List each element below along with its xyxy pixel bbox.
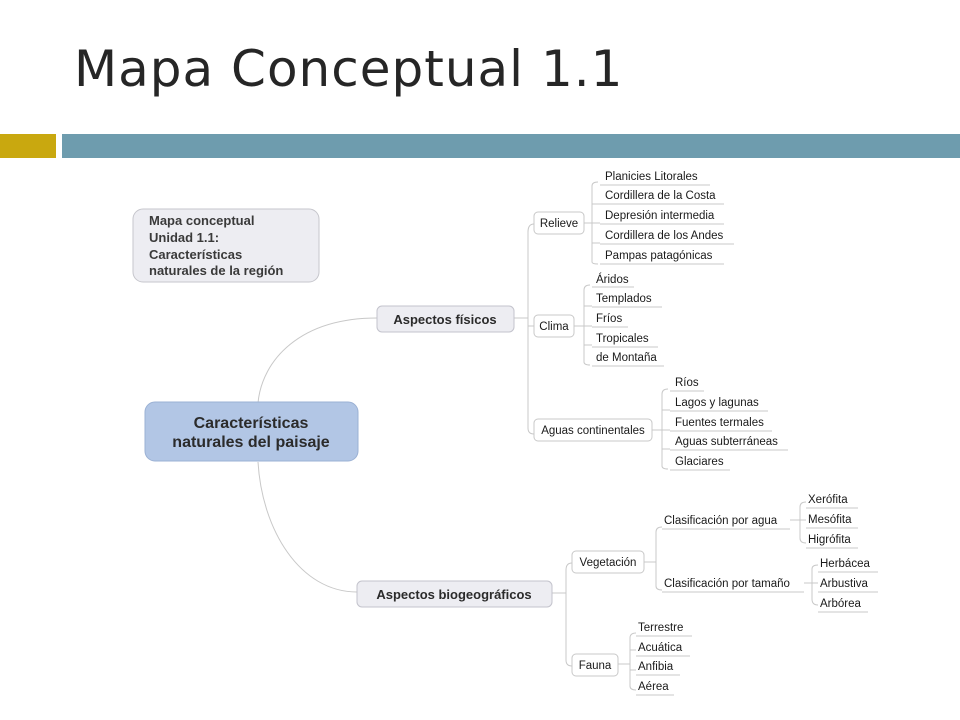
edge-relieve-leaves <box>584 181 600 265</box>
leaf-label: Depresión intermedia <box>605 210 715 222</box>
leaf-label: Xerófita <box>808 494 848 506</box>
node-label: Vegetación <box>580 557 637 569</box>
leaf-label: Higrófita <box>808 534 851 546</box>
leaf-label: Ríos <box>675 377 699 389</box>
node-label: Aguas continentales <box>541 425 645 437</box>
slide-title: Mapa Conceptual 1.1 <box>74 40 624 98</box>
edge-fauna-leaves <box>618 632 637 691</box>
note-line: Unidad 1.1: <box>149 230 219 245</box>
leaf-underlines <box>592 184 878 696</box>
leaf-label: Anfibia <box>638 661 674 673</box>
note-line: Mapa conceptual <box>149 213 254 228</box>
edge-tamano-leaves <box>804 564 819 606</box>
leaf-label: Fuentes termales <box>675 417 764 429</box>
leaf-label: de Montaña <box>596 352 657 364</box>
leaf-label: Planicies Litorales <box>605 171 698 183</box>
node-label: Relieve <box>540 218 578 230</box>
accent-bar-teal <box>62 134 960 158</box>
node-label: Aspectos físicos <box>393 312 496 327</box>
edge-root-fisicos <box>257 317 378 404</box>
leaf-label: Mesófita <box>808 514 852 526</box>
node-aguas-continentales[interactable]: Aguas continentales <box>533 418 653 442</box>
leaf-label: Herbácea <box>820 558 870 570</box>
node-label: Fauna <box>579 660 612 672</box>
note-line: Características <box>149 247 242 262</box>
root-line: naturales del paisaje <box>172 434 330 451</box>
leaf-label: Aguas subterráneas <box>675 436 778 448</box>
note-line: naturales de la región <box>149 263 283 278</box>
leaf-label: Glaciares <box>675 456 724 468</box>
root-node[interactable]: Características naturales del paisaje <box>144 401 359 462</box>
leaf-label: Cordillera de los Andes <box>605 230 724 242</box>
node-relieve[interactable]: Relieve <box>533 211 585 235</box>
edge-fisicos-trunk <box>527 223 535 435</box>
edge-clima-leaves <box>574 284 592 366</box>
leaf-label: Tropicales <box>596 333 649 345</box>
leaf-label: Templados <box>596 293 652 305</box>
node-label: Aspectos biogeográficos <box>376 587 531 602</box>
branch-label: Clasificación por tamaño <box>664 578 790 590</box>
node-label: Clima <box>539 321 569 333</box>
leaf-label: Arbustiva <box>820 578 869 590</box>
note-box: Mapa conceptual Unidad 1.1: Característi… <box>132 208 320 283</box>
branch-label: Clasificación por agua <box>664 515 778 527</box>
leaf-label: Terrestre <box>638 622 683 634</box>
leaf-label: Arbórea <box>820 598 862 610</box>
edge-aguas-leaves <box>652 388 670 470</box>
edge-vegetacion <box>644 526 663 591</box>
leaf-label: Cordillera de la Costa <box>605 190 716 202</box>
root-line: Características <box>194 415 309 432</box>
leaf-label: Lagos y lagunas <box>675 397 759 409</box>
leaf-label: Fríos <box>596 313 622 325</box>
leaf-label: Pampas patagónicas <box>605 250 713 262</box>
leaf-label: Aérea <box>638 681 669 693</box>
edge-bio-trunk <box>552 562 573 667</box>
leaf-label: Acuática <box>638 642 683 654</box>
node-aspectos-biogeograficos[interactable]: Aspectos biogeográficos <box>356 580 553 608</box>
node-clima[interactable]: Clima <box>533 314 575 338</box>
edge-root-bio <box>257 461 358 593</box>
accent-bar-gold <box>0 134 56 158</box>
edge-agua-leaves <box>790 501 807 544</box>
leaf-label: Áridos <box>596 273 629 286</box>
node-vegetacion[interactable]: Vegetación <box>571 550 645 574</box>
node-fauna[interactable]: Fauna <box>571 653 619 677</box>
node-aspectos-fisicos[interactable]: Aspectos físicos <box>376 305 515 333</box>
